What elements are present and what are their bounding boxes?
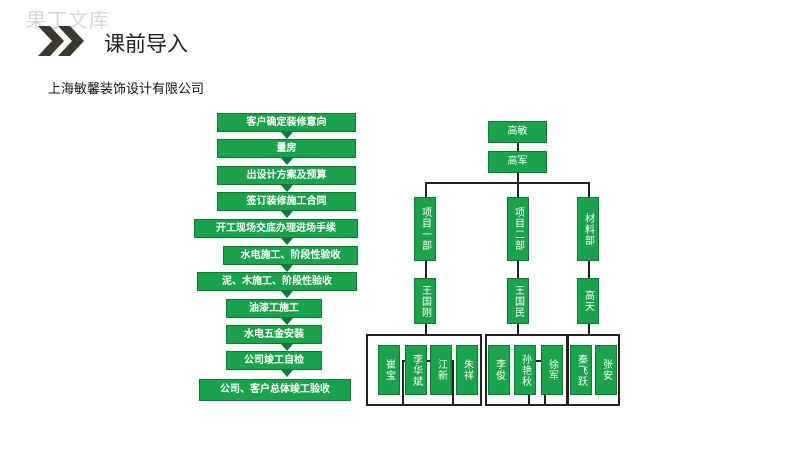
org-staff: 江新 [430, 345, 452, 395]
flow-arrow [281, 211, 293, 218]
flow-step: 水电施工、阶段性验收 [223, 246, 358, 265]
org-manager: 王国刚 [414, 278, 436, 324]
group-outline [566, 334, 620, 406]
connector-line [517, 324, 519, 334]
flow-step: 油漆工施工 [226, 299, 322, 318]
flow-arrow [281, 344, 293, 351]
flow-step: 量房 [217, 139, 356, 158]
connector-line [517, 261, 519, 279]
org-second: 高军 [488, 151, 547, 173]
flow-step: 水电五金安装 [226, 325, 322, 344]
flow-step: 公司、客户总体竣工验收 [199, 379, 351, 401]
flow-arrow [281, 291, 293, 298]
connector-line [517, 173, 519, 183]
org-staff: 秦飞跃 [570, 345, 592, 395]
org-department: 材料部 [577, 197, 599, 261]
group-outline [485, 334, 569, 406]
flow-arrow [281, 265, 293, 272]
connector-line [588, 182, 590, 198]
org-staff: 李华斌 [405, 345, 427, 395]
connector-line [425, 261, 427, 279]
flow-arrow [281, 185, 293, 192]
org-staff: 徐军 [541, 345, 563, 395]
connector-line [517, 182, 519, 198]
flow-arrow [281, 132, 293, 139]
company-name: 上海敏馨装饰设计有限公司 [48, 82, 205, 97]
flow-step: 出设计方案及预算 [217, 166, 356, 185]
flow-step: 泥、木施工、阶段性验收 [197, 272, 357, 291]
org-staff: 崔宝 [378, 345, 400, 395]
flow-arrow [281, 318, 293, 325]
org-staff: 孙艳秋 [514, 345, 536, 395]
connector-line [588, 261, 590, 279]
flow-arrow [281, 158, 293, 165]
connector-line [425, 182, 427, 198]
org-manager: 王国民 [507, 278, 529, 324]
flow-step: 公司竣工自检 [226, 351, 322, 370]
group-outline [402, 360, 454, 406]
org-manager: 高天 [577, 278, 599, 324]
flow-arrow [281, 370, 293, 377]
connector-line [588, 324, 590, 334]
org-staff: 张安 [595, 345, 617, 395]
flow-step: 签订装修施工合同 [217, 192, 356, 211]
connector-line [517, 143, 519, 151]
org-staff: 李俊 [488, 345, 510, 395]
org-department: 项目二部 [507, 197, 529, 261]
connector-line [425, 324, 427, 334]
flow-arrow [281, 238, 293, 245]
org-department: 项目一部 [414, 197, 436, 261]
connector-line [425, 182, 590, 184]
org-staff: 朱祥 [456, 345, 478, 395]
flow-step: 开工现场交底办理进场手续 [194, 219, 358, 238]
flow-step: 客户确定装修意向 [217, 113, 356, 132]
chevron-arrows-icon [38, 26, 84, 56]
page-title: 课前导入 [104, 32, 188, 56]
org-top: 高敏 [488, 121, 547, 143]
